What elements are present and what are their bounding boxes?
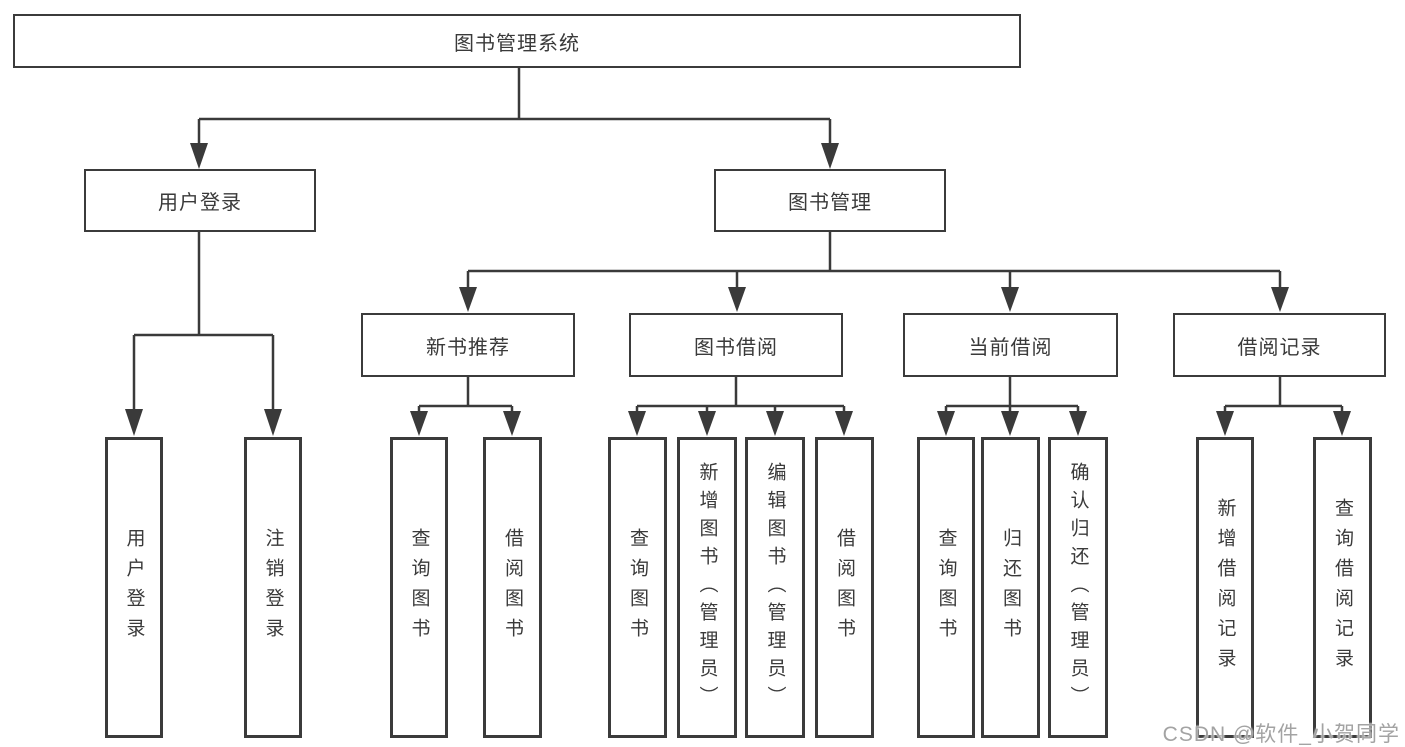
node-book-borrowing: 图书借阅 [629,313,843,377]
node-leaf-query-books-2: 查询图书 [608,437,667,738]
node-leaf-return-books-label: 归还图书 [1000,527,1021,648]
node-leaf-query-books-1: 查询图书 [390,437,448,738]
node-current-borrowing: 当前借阅 [903,313,1118,377]
node-leaf-query-books-3: 查询图书 [917,437,975,738]
node-user-login: 用户登录 [84,169,316,232]
node-leaf-query-borrow-record: 查询借阅记录 [1313,437,1372,738]
node-leaf-query-books-2-label: 查询图书 [627,527,648,648]
node-leaf-add-books-admin-label: 新增图书（管理员） [696,461,718,714]
node-borrowing-records: 借阅记录 [1173,313,1386,377]
node-leaf-query-books-1-label: 查询图书 [408,527,430,648]
node-leaf-return-books: 归还图书 [981,437,1040,738]
node-leaf-add-borrow-record: 新增借阅记录 [1196,437,1254,738]
node-leaf-borrow-books-2: 借阅图书 [815,437,874,738]
node-leaf-edit-books-admin-label: 编辑图书（管理员） [764,461,786,714]
node-leaf-logout: 注销登录 [244,437,302,738]
csdn-watermark: CSDN @软件_小贺同学 [1162,723,1400,746]
node-leaf-user-login: 用户登录 [105,437,163,738]
node-leaf-query-books-3-label: 查询图书 [935,527,957,648]
node-leaf-edit-books-admin: 编辑图书（管理员） [745,437,805,738]
node-leaf-user-login-label: 用户登录 [123,527,145,648]
node-leaf-add-books-admin: 新增图书（管理员） [677,437,737,738]
node-leaf-add-borrow-record-label: 新增借阅记录 [1214,497,1236,678]
node-new-book-recommendation: 新书推荐 [361,313,575,377]
node-leaf-confirm-return-admin-label: 确认归还（管理员） [1067,461,1089,714]
node-leaf-borrow-books-1: 借阅图书 [483,437,542,738]
node-leaf-borrow-books-2-label: 借阅图书 [834,527,855,648]
node-book-management: 图书管理 [714,169,946,232]
node-leaf-query-borrow-record-label: 查询借阅记录 [1332,497,1353,678]
node-leaf-logout-label: 注销登录 [262,527,284,648]
node-leaf-confirm-return-admin: 确认归还（管理员） [1048,437,1108,738]
node-library-management-system: 图书管理系统 [13,14,1021,68]
node-leaf-borrow-books-1-label: 借阅图书 [502,527,523,648]
